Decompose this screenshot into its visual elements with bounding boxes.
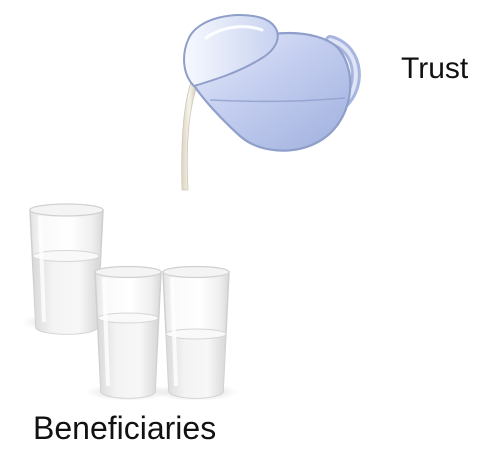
glass-icon bbox=[154, 265, 238, 401]
pitcher-icon bbox=[181, 14, 361, 191]
beneficiaries-label: Beneficiaries bbox=[33, 410, 217, 446]
glass-icon bbox=[86, 265, 170, 401]
trust-label: Trust bbox=[401, 52, 469, 85]
glass-icon bbox=[22, 203, 110, 335]
